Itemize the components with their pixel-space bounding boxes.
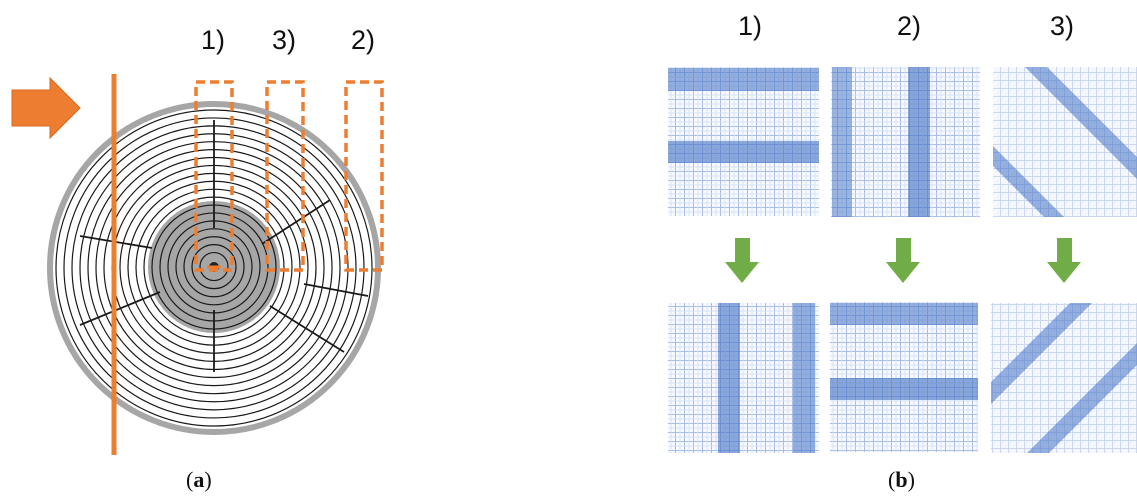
matrix-3-before [993, 67, 1137, 217]
growth-ring [183, 236, 245, 298]
panel-a: 1) 3) 2) (a) [11, 25, 384, 492]
region-2-box [344, 80, 384, 272]
matrix-1-after [668, 303, 819, 453]
radial-crack [303, 283, 369, 297]
region-label-2: 2) [351, 25, 375, 55]
region-label-1: 1) [201, 25, 225, 55]
region-label-3: 3) [272, 25, 296, 55]
growth-ring [191, 244, 237, 290]
matrix-3-after [991, 303, 1137, 453]
growth-ring [175, 228, 253, 306]
incoming-arrow-icon [11, 76, 81, 140]
region-1-box [194, 80, 234, 272]
radial-crack [269, 305, 345, 353]
matrix-1-before [668, 67, 819, 216]
column-label-3: 3) [1050, 11, 1074, 41]
region-3-box [265, 80, 305, 272]
growth-ring [55, 109, 373, 427]
caption-a: (a) [186, 467, 212, 492]
down-arrow-1-icon [725, 238, 759, 283]
matrix-2-before [831, 67, 980, 217]
radial-crack [261, 199, 331, 245]
growth-ring [63, 117, 365, 419]
growth-ring [199, 251, 229, 282]
radial-crack [79, 291, 161, 326]
caption-b: (b) [888, 467, 915, 492]
column-label-2: 2) [897, 11, 921, 41]
column-label-1: 1) [738, 11, 762, 41]
down-arrow-2-icon [886, 238, 920, 283]
matrix-2-after [830, 302, 978, 452]
panel-b: 1) 2) 3) [668, 11, 1137, 492]
down-arrow-3-icon [1047, 238, 1081, 283]
